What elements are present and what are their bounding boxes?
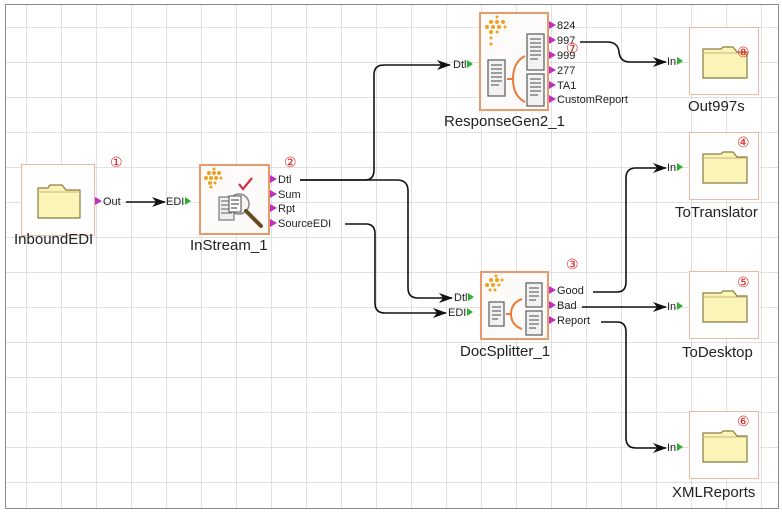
- node-label-inboundedi: InboundEDI: [14, 231, 94, 248]
- output-port-arrow-icon: [549, 51, 556, 60]
- document-split-icon: [485, 274, 543, 336]
- document-split-icon: [485, 15, 545, 107]
- port-in-xmlreports-in[interactable]: In: [667, 442, 684, 455]
- output-port-arrow-icon: [549, 66, 556, 75]
- port-out-responsegen-997[interactable]: 997: [549, 35, 575, 48]
- folder-icon: [37, 184, 81, 219]
- badge-xmlreports: ⑥: [737, 413, 750, 429]
- output-port-arrow-icon: [270, 190, 277, 199]
- node-totranslator[interactable]: [689, 132, 759, 200]
- node-label-xmlreports: XMLReports: [672, 484, 756, 501]
- input-port-arrow-icon: [677, 302, 684, 311]
- output-port-arrow-icon: [549, 286, 556, 295]
- inspect-document-icon: [204, 167, 263, 228]
- input-port-arrow-icon: [467, 60, 474, 69]
- input-port-arrow-icon: [467, 308, 474, 317]
- port-out-instream-sourceedi[interactable]: SourceEDI: [270, 218, 331, 231]
- output-port-arrow-icon: [270, 219, 277, 228]
- input-port-arrow-icon: [468, 293, 475, 302]
- port-in-totranslator-in[interactable]: In: [667, 162, 684, 175]
- port-out-responsegen-customreport[interactable]: CustomReport: [549, 94, 628, 107]
- output-port-arrow-icon: [549, 21, 556, 30]
- node-label-out997s: Out997s: [688, 98, 745, 115]
- port-in-responsegen-dtl[interactable]: Dtl: [453, 59, 474, 72]
- badge-out997s: ⑧: [737, 44, 750, 60]
- port-out-inboundedi-out[interactable]: Out: [95, 196, 121, 209]
- badge-inboundedi: ①: [110, 154, 123, 170]
- badge-instream: ②: [284, 154, 297, 170]
- folder-icon: [702, 290, 748, 323]
- node-xmlreports[interactable]: [689, 411, 759, 479]
- port-out-instream-rpt[interactable]: Rpt: [270, 203, 295, 216]
- output-port-arrow-icon: [549, 316, 556, 325]
- port-out-docsplitter-report[interactable]: Report: [549, 315, 590, 328]
- node-inboundedi[interactable]: [21, 164, 95, 236]
- output-port-arrow-icon: [549, 81, 556, 90]
- node-instream[interactable]: [199, 164, 270, 235]
- port-out-docsplitter-good[interactable]: Good: [549, 285, 584, 298]
- output-port-arrow-icon: [549, 301, 556, 310]
- port-out-docsplitter-bad[interactable]: Bad: [549, 300, 577, 313]
- badge-todesktop: ⑤: [737, 274, 750, 290]
- port-out-responsegen-824[interactable]: 824: [549, 20, 575, 33]
- port-in-instream-edi[interactable]: EDI: [166, 196, 192, 209]
- node-label-responsegen: ResponseGen2_1: [444, 113, 565, 130]
- badge-docsplitter: ③: [566, 256, 579, 272]
- output-port-arrow-icon: [549, 36, 556, 45]
- output-port-arrow-icon: [549, 95, 556, 104]
- node-label-totranslator: ToTranslator: [675, 204, 758, 221]
- node-responsegen[interactable]: [479, 12, 549, 111]
- input-port-arrow-icon: [677, 163, 684, 172]
- port-in-docsplitter-dtl[interactable]: Dtl: [454, 292, 475, 305]
- output-port-arrow-icon: [95, 197, 102, 206]
- folder-icon: [702, 430, 748, 463]
- node-label-todesktop: ToDesktop: [682, 344, 753, 361]
- badge-totranslator: ④: [737, 134, 750, 150]
- node-docsplitter[interactable]: [480, 271, 549, 340]
- node-label-docsplitter: DocSplitter_1: [460, 343, 551, 360]
- node-out997s[interactable]: [689, 27, 759, 95]
- input-port-arrow-icon: [677, 57, 684, 66]
- port-out-responsegen-277[interactable]: 277: [549, 65, 575, 78]
- port-out-instream-dtl[interactable]: Dtl: [270, 174, 291, 187]
- port-in-out997s-in[interactable]: In: [667, 56, 684, 69]
- node-label-instream: InStream_1: [190, 237, 268, 254]
- node-todesktop[interactable]: [689, 271, 759, 339]
- input-port-arrow-icon: [185, 197, 192, 206]
- output-port-arrow-icon: [270, 204, 277, 213]
- port-out-responsegen-999[interactable]: 999: [549, 50, 575, 63]
- badge-responsegen: ⑦: [566, 40, 579, 56]
- port-out-instream-sum[interactable]: Sum: [270, 189, 301, 202]
- diagram-canvas[interactable]: [5, 4, 779, 509]
- folder-icon: [702, 151, 748, 184]
- port-out-responsegen-ta1[interactable]: TA1: [549, 80, 576, 93]
- folder-icon: [702, 46, 748, 79]
- port-in-docsplitter-edi[interactable]: EDI: [448, 307, 474, 320]
- port-in-todesktop-in[interactable]: In: [667, 301, 684, 314]
- input-port-arrow-icon: [677, 443, 684, 452]
- output-port-arrow-icon: [270, 175, 277, 184]
